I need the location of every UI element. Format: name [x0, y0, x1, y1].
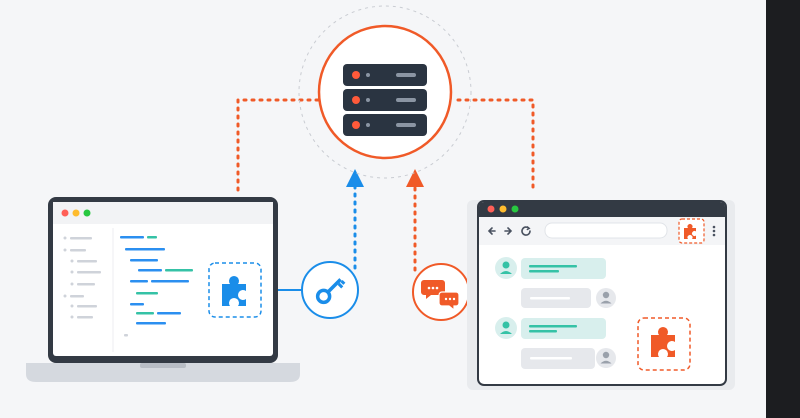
laptop-plugin-badge	[208, 262, 262, 318]
laptop-to-server-dotted-line	[236, 98, 320, 192]
server-outer-dashed-ring	[298, 5, 472, 179]
server-stack-icon	[343, 64, 427, 136]
laptop	[26, 197, 300, 382]
server-node	[298, 5, 472, 179]
browser-chat-area	[495, 257, 616, 369]
browser-window-minimize-dot	[499, 205, 507, 213]
arrow-right-icon[interactable]	[504, 227, 513, 235]
puzzle-piece-icon	[684, 224, 696, 239]
laptop-window-maximize-dot	[83, 209, 91, 217]
laptop-window-close-dot	[61, 209, 69, 217]
browser-to-server-dotted-line	[456, 98, 535, 192]
laptop-window-minimize-dot	[72, 209, 80, 217]
browser-toolbar-plugin-button[interactable]	[678, 218, 705, 244]
browser-window-close-dot	[487, 205, 495, 213]
key-badge	[301, 261, 359, 319]
key-icon	[315, 278, 346, 305]
chat-badge	[412, 263, 470, 321]
user-avatar-icon	[596, 288, 616, 308]
arrow-left-icon[interactable]	[487, 227, 496, 235]
laptop-file-tree	[63, 236, 101, 319]
laptop-base	[26, 363, 300, 382]
puzzle-piece-icon	[222, 276, 246, 306]
user-avatar-icon	[596, 348, 616, 368]
browser-plugin-badge	[637, 317, 691, 371]
user-avatar-icon	[495, 317, 517, 339]
laptop-screen	[53, 202, 273, 356]
right-dark-edge	[766, 0, 800, 418]
chat-bubble-incoming	[521, 258, 606, 279]
puzzle-piece-icon	[651, 327, 675, 357]
user-avatar-icon	[495, 257, 517, 279]
browser-window-maximize-dot	[511, 205, 519, 213]
kebab-menu-icon[interactable]	[712, 225, 716, 237]
browser-window	[467, 200, 735, 390]
reload-icon[interactable]	[521, 225, 531, 236]
chat-bubble-incoming	[521, 318, 606, 339]
chat-bubbles-icon	[421, 280, 460, 312]
laptop-code-lines	[120, 236, 193, 337]
browser-address-bar[interactable]	[544, 222, 668, 239]
